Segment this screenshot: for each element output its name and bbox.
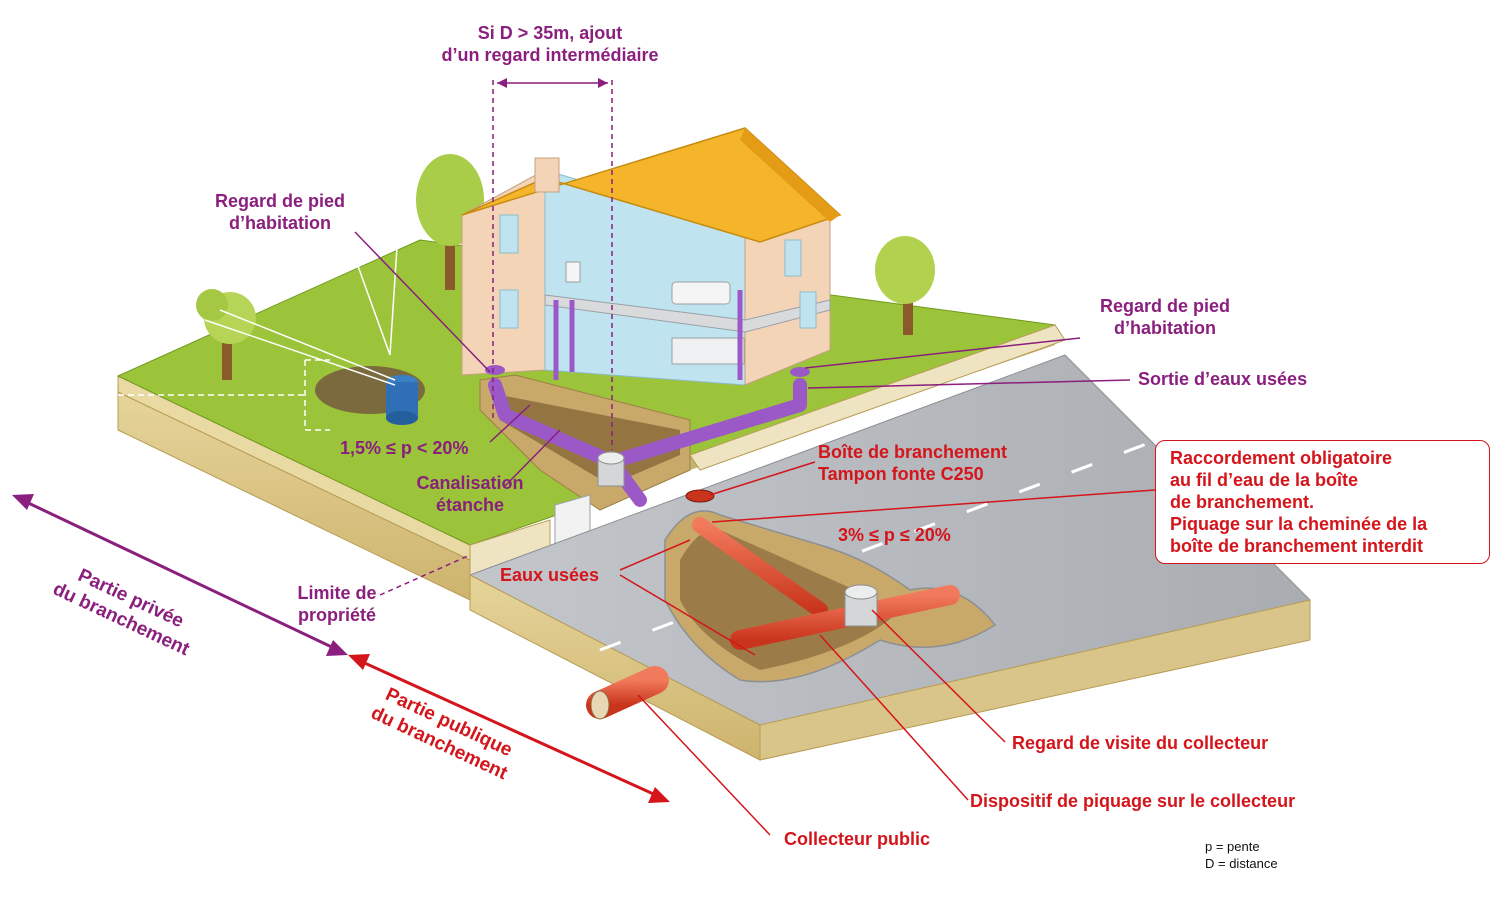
chimney bbox=[534, 157, 560, 193]
collector-inspection-chamber bbox=[844, 584, 878, 627]
label-limite-propriete: Limite de propriété bbox=[282, 582, 392, 626]
road-right-soil bbox=[759, 599, 1311, 761]
trench-inner bbox=[500, 395, 680, 485]
public-zone-arrow bbox=[348, 654, 670, 803]
regard-pied-left-line2: d’habitation bbox=[229, 213, 331, 233]
road bbox=[468, 354, 1311, 761]
note-line2: au fil d’eau de la boîte bbox=[1170, 470, 1359, 490]
toilet bbox=[565, 261, 581, 283]
roof bbox=[461, 127, 842, 243]
label-boite-branchement: Boîte de branchement Tampon fonte C250 bbox=[818, 441, 1007, 485]
foot-inspection-chamber-left bbox=[485, 365, 505, 375]
regard-pied-right-line1: Regard de pied bbox=[1099, 296, 1231, 316]
septic-dashed-outline bbox=[118, 359, 330, 431]
foot-inspection-chamber-right bbox=[790, 367, 810, 377]
label-regard-pied-right: Regard de pied d’habitation bbox=[1075, 295, 1255, 339]
house bbox=[461, 127, 842, 386]
collector-pipe-end bbox=[586, 666, 669, 720]
bathtub bbox=[671, 281, 731, 305]
legend-distance: D = distance bbox=[1205, 856, 1278, 871]
label-pente-public: 3% ≤ p ≤ 20% bbox=[838, 525, 951, 545]
floor-slab bbox=[544, 294, 831, 333]
regard-pied-right-line2: d’habitation bbox=[1114, 318, 1216, 338]
limite-line2: propriété bbox=[297, 605, 376, 625]
label-eaux-usees: Eaux usées bbox=[500, 565, 600, 585]
label-regard-visite: Regard de visite du collecteur bbox=[1012, 733, 1269, 753]
boite-line1: Boîte de branchement bbox=[818, 442, 1008, 462]
private-zone-arrow bbox=[12, 494, 348, 656]
label-pente-prive: 1,5% ≤ p < 20% bbox=[340, 438, 469, 458]
distance-marker bbox=[492, 78, 613, 450]
legend: p = pente D = distance bbox=[1205, 838, 1278, 872]
note-line5: boîte de branchement interdit bbox=[1170, 536, 1424, 556]
note-box: Raccordement obligatoire au fil d’eau de… bbox=[1155, 440, 1490, 564]
canalisation-line2: étanche bbox=[435, 495, 505, 515]
legend-pente: p = pente bbox=[1205, 839, 1260, 854]
label-dispositif-piquage: Dispositif de piquage sur le collecteur bbox=[970, 791, 1296, 811]
connection-box bbox=[597, 451, 625, 487]
distance-note: Si D > 35m, ajout d’un regard intermédia… bbox=[420, 22, 680, 66]
label-sortie-eaux-usees: Sortie d’eaux usées bbox=[1138, 369, 1308, 389]
road-manhole-cover bbox=[685, 489, 715, 503]
tree-right bbox=[875, 236, 935, 335]
boite-line2: Tampon fonte C250 bbox=[818, 464, 984, 484]
distance-note-line2: d’un regard intermédiaire bbox=[441, 45, 659, 65]
note-line1: Raccordement obligatoire bbox=[1170, 448, 1393, 468]
private-sewer-pipe bbox=[488, 378, 807, 507]
note-line4: Piquage sur la cheminée de la bbox=[1170, 514, 1428, 534]
tree-left bbox=[196, 289, 256, 380]
regard-pied-left-line1: Regard de pied bbox=[214, 191, 346, 211]
canalisation-line1: Canalisation bbox=[416, 473, 524, 493]
purple-leaders bbox=[354, 231, 1131, 596]
roof-side bbox=[740, 128, 840, 222]
note-line3: de branchement. bbox=[1170, 492, 1315, 512]
label-canalisation: Canalisation étanche bbox=[405, 472, 535, 516]
septic-tank bbox=[315, 366, 425, 425]
limite-line1: Limite de bbox=[297, 583, 377, 603]
public-branch-pipe bbox=[692, 517, 828, 618]
label-regard-pied-left: Regard de pied d’habitation bbox=[190, 190, 370, 234]
label-collecteur-public: Collecteur public bbox=[784, 829, 931, 849]
distance-note-line1: Si D > 35m, ajout bbox=[477, 23, 623, 43]
kitchen-counter bbox=[671, 337, 745, 365]
red-leaders bbox=[619, 461, 1156, 836]
